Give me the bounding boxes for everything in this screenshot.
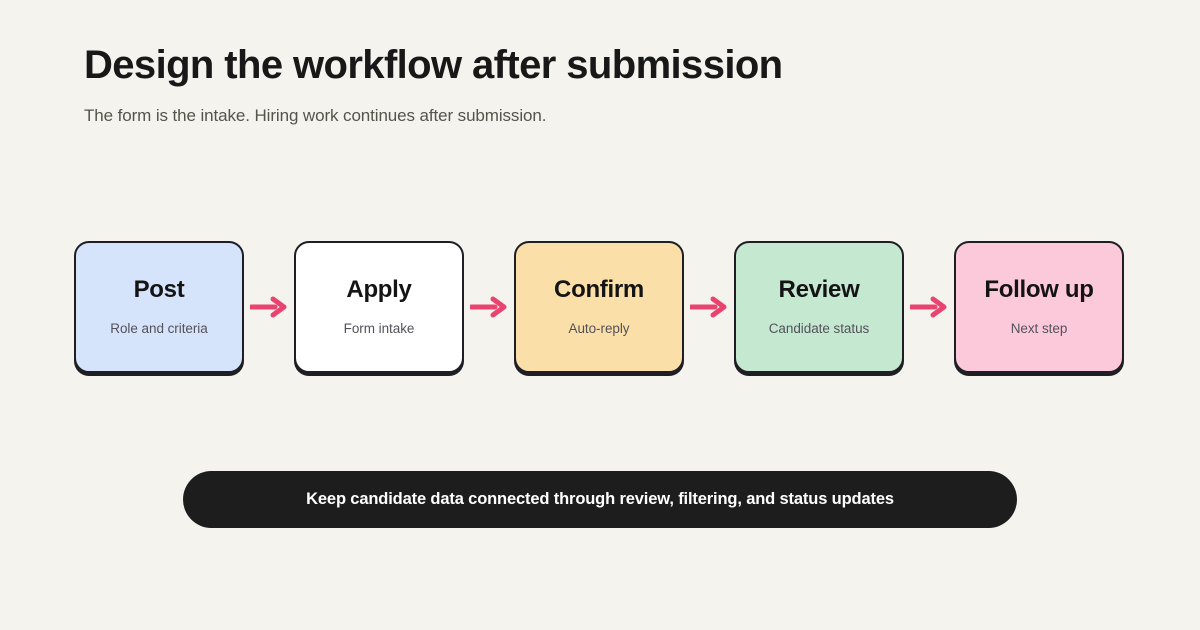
flow-step-title: Confirm [554,276,644,304]
summary-banner-text: Keep candidate data connected through re… [306,490,894,508]
flow-step-post[interactable]: Post Role and criteria [74,241,244,373]
arrow-right-icon [470,296,508,318]
flow-step-caption: Next step [1010,320,1068,336]
flow-step-title: Follow up [984,276,1094,304]
flow-step-confirm[interactable]: Confirm Auto-reply [514,241,684,373]
flow-step-caption: Role and criteria [110,320,208,336]
arrow-right-icon [910,296,948,318]
page-title: Design the workflow after submission [84,43,783,87]
arrow-right-icon [690,296,728,318]
flow-step-title: Apply [346,276,412,304]
flow-step-title: Post [133,276,185,304]
flow-step-caption: Candidate status [768,320,870,336]
flow-connector-4 [904,292,954,322]
summary-banner: Keep candidate data connected through re… [183,471,1017,528]
flow-step-caption: Form intake [343,320,415,336]
flow-connector-2 [464,292,514,322]
header: Design the workflow after submission The… [84,42,1114,127]
flow-step-apply[interactable]: Apply Form intake [294,241,464,373]
flow-connector-1 [244,292,294,322]
flow-step-caption: Auto-reply [568,320,630,336]
flow-connector-3 [684,292,734,322]
flow-step-follow-up[interactable]: Follow up Next step [954,241,1124,373]
flow-step-title: Review [778,276,860,304]
page-subtitle: The form is the intake. Hiring work cont… [84,106,547,126]
flow-step-review[interactable]: Review Candidate status [734,241,904,373]
workflow-flow-row: Post Role and criteria Apply Form intake [74,241,1124,373]
arrow-right-icon [250,296,288,318]
